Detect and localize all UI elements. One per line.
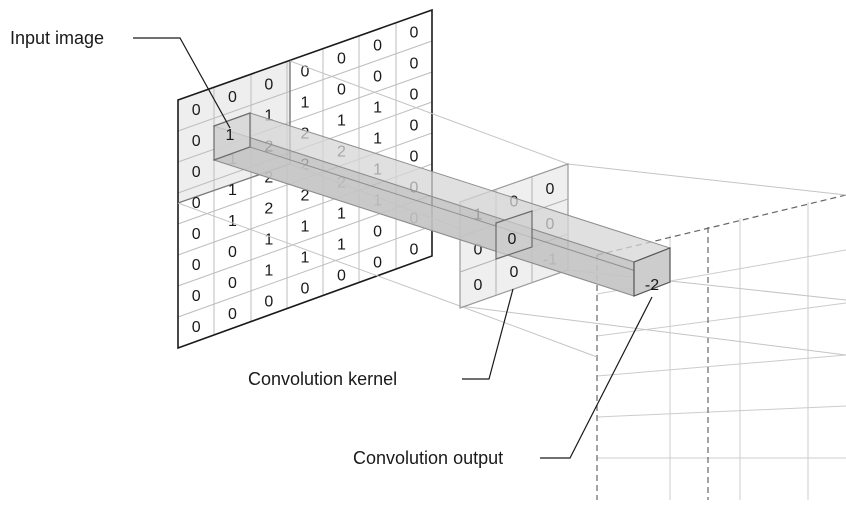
input-cell-r0-c0: 0 bbox=[192, 102, 201, 119]
input-cell-r5-c2: 1 bbox=[264, 231, 273, 248]
input-cell-r7-c0: 0 bbox=[192, 319, 201, 336]
input-cell-r7-c2: 0 bbox=[264, 293, 273, 310]
input-cell-r2-c0: 0 bbox=[192, 164, 201, 181]
input-cell-r4-c0: 0 bbox=[192, 226, 201, 243]
input-cell-r7-c6: 0 bbox=[409, 242, 418, 259]
input-cell-r0-c3: 0 bbox=[301, 63, 310, 80]
input-highlight-cell bbox=[213, 112, 251, 161]
kernel-highlight-cell bbox=[495, 210, 533, 260]
input-image-leader bbox=[133, 37, 231, 129]
input-cell-r2-c5: 1 bbox=[373, 100, 382, 117]
kernel-leader bbox=[462, 288, 514, 380]
kernel-cell-r2-c1: 0 bbox=[510, 264, 519, 281]
input-cell-r1-c4: 0 bbox=[337, 81, 346, 98]
input-cell-r4-c1: 1 bbox=[228, 213, 237, 230]
input-image-border bbox=[177, 8, 433, 350]
input-cell-r1-c0: 0 bbox=[192, 133, 201, 150]
input-highlight-value: 1 bbox=[226, 127, 235, 144]
input-cell-r7-c5: 0 bbox=[373, 255, 382, 272]
convolution-output-label: Convolution output bbox=[353, 448, 503, 468]
input-cell-r4-c3: 2 bbox=[301, 187, 310, 204]
input-cell-r7-c3: 0 bbox=[301, 280, 310, 297]
input-cell-r1-c3: 1 bbox=[301, 94, 310, 111]
input-cell-r3-c6: 0 bbox=[409, 118, 418, 135]
input-cell-r6-c2: 1 bbox=[264, 262, 273, 279]
input-cell-r1-c6: 0 bbox=[409, 56, 418, 73]
input-cell-r7-c4: 0 bbox=[337, 267, 346, 284]
input-cell-r0-c2: 0 bbox=[264, 76, 273, 93]
kernel-cell-r2-c0: 0 bbox=[474, 277, 483, 294]
input-cell-r0-c6: 0 bbox=[409, 25, 418, 42]
input-cell-r4-c6: 0 bbox=[409, 149, 418, 166]
input-cell-r6-c5: 0 bbox=[373, 224, 382, 241]
input-cell-r6-c0: 0 bbox=[192, 288, 201, 305]
input-cell-r1-c2: 1 bbox=[264, 107, 273, 124]
input-cell-r0-c4: 0 bbox=[337, 50, 346, 67]
input-cell-r2-c6: 0 bbox=[409, 87, 418, 104]
kernel-center-value: 0 bbox=[508, 231, 517, 248]
input-cell-r5-c4: 1 bbox=[337, 205, 346, 222]
output-value: -2 bbox=[645, 277, 659, 294]
input-cell-r4-c2: 2 bbox=[264, 200, 273, 217]
input-cell-r0-c5: 0 bbox=[373, 38, 382, 55]
kernel-cell-r1-c0: 0 bbox=[474, 242, 483, 259]
input-image-label: Input image bbox=[10, 28, 104, 48]
projection-prism bbox=[212, 112, 672, 297]
input-cell-r0-c1: 0 bbox=[228, 89, 237, 106]
output-cell bbox=[633, 247, 671, 297]
input-cell-r1-c5: 0 bbox=[373, 69, 382, 86]
input-cell-r6-c4: 1 bbox=[337, 236, 346, 253]
input-cell-r2-c4: 1 bbox=[337, 112, 346, 129]
input-cell-r3-c0: 0 bbox=[192, 195, 201, 212]
input-cell-r6-c1: 0 bbox=[228, 275, 237, 292]
input-cell-r3-c5: 1 bbox=[373, 131, 382, 148]
input-cell-r7-c1: 0 bbox=[228, 306, 237, 323]
output-leader bbox=[540, 296, 653, 459]
input-cell-r3-c1: 1 bbox=[228, 182, 237, 199]
convolution-kernel-label: Convolution kernel bbox=[248, 369, 397, 389]
callout-lines bbox=[133, 37, 653, 459]
input-cell-r5-c1: 0 bbox=[228, 244, 237, 261]
input-cell-r5-c0: 0 bbox=[192, 257, 201, 274]
kernel-cell-r0-c2: 0 bbox=[546, 181, 555, 198]
input-cell-r5-c3: 1 bbox=[301, 218, 310, 235]
input-cell-r6-c3: 1 bbox=[301, 249, 310, 266]
